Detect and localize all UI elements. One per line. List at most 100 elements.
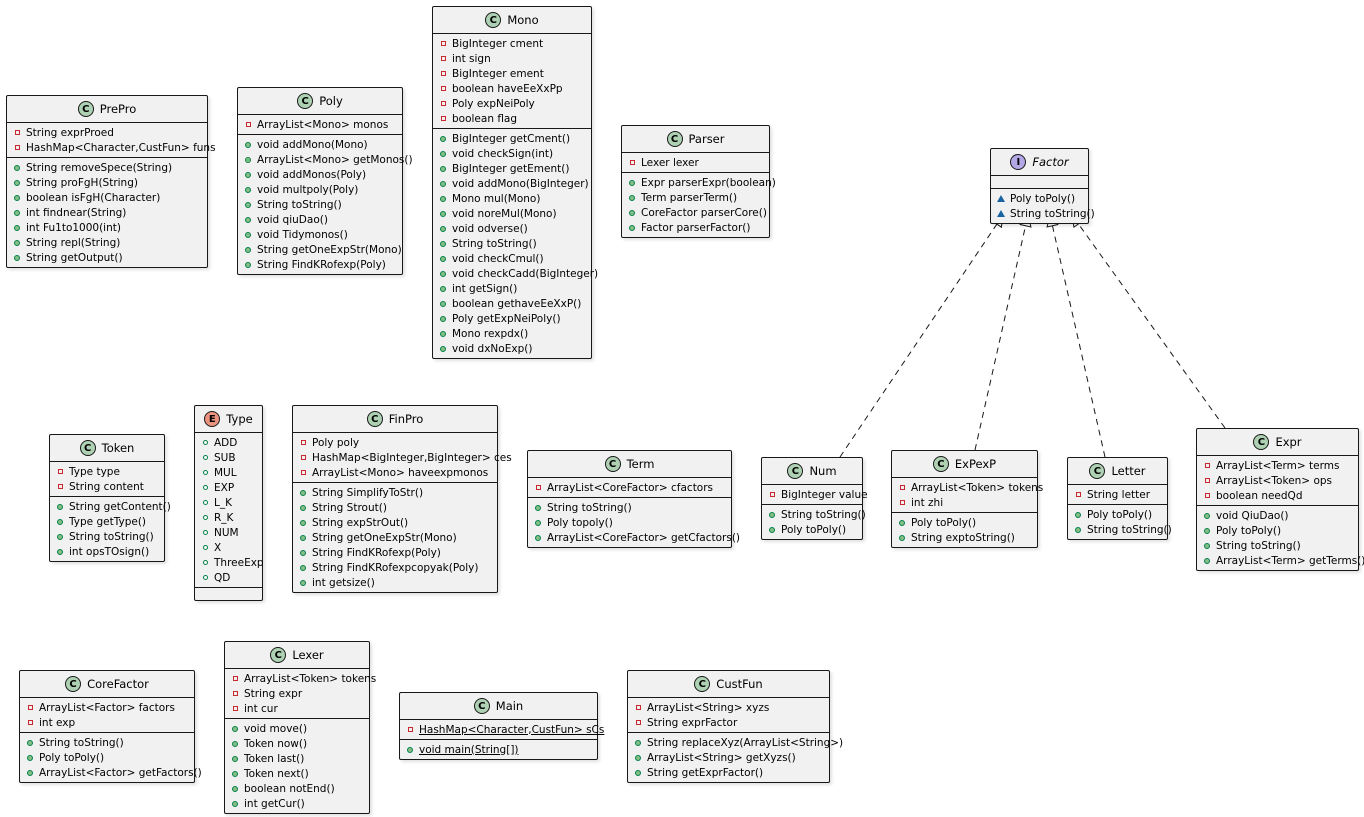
enum-constant: ADD <box>195 435 262 450</box>
public-visibility-icon <box>243 155 253 165</box>
method-row: Mono mul(Mono) <box>433 191 591 206</box>
enum-constant: SUB <box>195 450 262 465</box>
methods-section: String replaceXyz(ArrayList<String>)Arra… <box>628 732 843 782</box>
public-visibility-icon <box>533 533 543 543</box>
private-visibility-icon <box>1073 490 1083 500</box>
fields-section: String letter <box>1068 485 1167 504</box>
class-name: CustFun <box>716 677 763 691</box>
method-row: ArrayList<CoreFactor> getCfactors() <box>528 530 740 545</box>
method-row: String repl(String) <box>7 235 207 250</box>
public-visibility-icon <box>438 284 448 294</box>
member-text: int sign <box>452 52 491 65</box>
public-visibility-icon <box>298 548 308 558</box>
member-text: BigInteger cment <box>452 37 544 50</box>
private-visibility-icon <box>243 120 253 130</box>
method-row: String Strout() <box>293 500 497 515</box>
field-row: Poly poly <box>293 435 497 450</box>
member-text: MUL <box>214 466 237 479</box>
private-visibility-icon <box>438 114 448 124</box>
public-visibility-icon <box>438 299 448 309</box>
method-row: ArrayList<Mono> getMonos() <box>238 152 413 167</box>
class-name: FinPro <box>388 412 424 426</box>
public-visibility-icon <box>627 223 637 233</box>
class-header: C Poly <box>238 88 402 115</box>
enum-constant: X <box>195 540 262 555</box>
private-visibility-icon <box>633 703 643 713</box>
methods-section: Expr parserExpr(boolean)Term parserTerm(… <box>622 172 776 237</box>
field-row: int cur <box>225 701 369 716</box>
class-name: Main <box>495 699 524 713</box>
public-visibility-icon <box>633 768 643 778</box>
private-visibility-icon <box>230 689 240 699</box>
public-visibility-icon <box>298 578 308 588</box>
class-name: Poly <box>319 94 343 108</box>
method-row: String getOutput() <box>7 250 207 265</box>
member-text: ArrayList<Mono> haveexpmonos <box>312 466 489 479</box>
public-visibility-icon <box>243 260 253 270</box>
member-text: Poly toPoly() <box>39 751 105 764</box>
method-row: String toString() <box>238 197 402 212</box>
method-row: Poly toPoly() <box>1197 523 1358 538</box>
class-stereotype-icon: C <box>787 463 804 479</box>
enum-constant: NUM <box>195 525 262 540</box>
field-row: boolean haveEeXxPp <box>433 81 591 96</box>
method-row: Poly toPoly() <box>892 515 1037 530</box>
enum-visibility-icon <box>200 558 210 568</box>
public-visibility-icon <box>897 533 907 543</box>
class-stereotype-icon: C <box>1089 463 1106 479</box>
member-text: Poly topoly() <box>547 516 613 529</box>
class-stereotype-icon: C <box>473 698 490 714</box>
member-text: int getCur() <box>244 797 305 810</box>
class-name: Parser <box>688 132 725 146</box>
method-row: String getOneExpStr(Mono) <box>238 242 402 257</box>
public-visibility-icon <box>230 784 240 794</box>
member-text: String toString() <box>69 530 154 543</box>
member-text: void dxNoExp() <box>452 342 533 355</box>
member-text: Poly toPoly() <box>911 516 977 529</box>
fields-section: ArrayList<CoreFactor> cfactors <box>528 478 731 497</box>
class-stereotype-icon: C <box>297 93 314 109</box>
method-row: void multpoly(Poly) <box>238 182 402 197</box>
method-row: Token now() <box>225 736 369 751</box>
public-visibility-icon <box>1202 541 1212 551</box>
member-text: Token now() <box>244 737 308 750</box>
methods-section: String toString()Poly toPoly()ArrayList<… <box>20 732 202 782</box>
class-name: Factor <box>1032 155 1069 169</box>
member-text: String letter <box>1087 488 1151 501</box>
member-text: void qiuDao() <box>257 213 328 226</box>
class-name: Expr <box>1275 435 1302 449</box>
member-text: String toString() <box>1010 207 1095 220</box>
class-name: PrePro <box>99 102 137 116</box>
method-row: boolean notEnd() <box>225 781 369 796</box>
method-row: int opsTOsign() <box>50 544 164 559</box>
public-visibility-icon <box>533 503 543 513</box>
public-visibility-icon <box>243 230 253 240</box>
method-row: int getSign() <box>433 281 591 296</box>
member-text: Poly toPoly() <box>1087 508 1153 521</box>
public-visibility-icon <box>243 140 253 150</box>
field-row: ArrayList<Token> tokens <box>225 671 376 686</box>
public-visibility-icon <box>438 164 448 174</box>
private-visibility-icon <box>438 39 448 49</box>
public-visibility-icon <box>627 193 637 203</box>
public-visibility-icon <box>405 745 415 755</box>
fields-section: Lexer lexer <box>622 153 769 172</box>
private-visibility-icon <box>438 54 448 64</box>
member-text: Poly getExpNeiPoly() <box>452 312 561 325</box>
method-row: boolean isFgH(Character) <box>7 190 207 205</box>
method-row: Poly toPoly() <box>762 522 862 537</box>
member-text: boolean isFgH(Character) <box>26 191 161 204</box>
method-row: String toString() <box>762 507 866 522</box>
member-text: ADD <box>214 436 238 449</box>
public-visibility-icon <box>230 739 240 749</box>
field-row: int sign <box>433 51 591 66</box>
public-visibility-icon <box>230 769 240 779</box>
